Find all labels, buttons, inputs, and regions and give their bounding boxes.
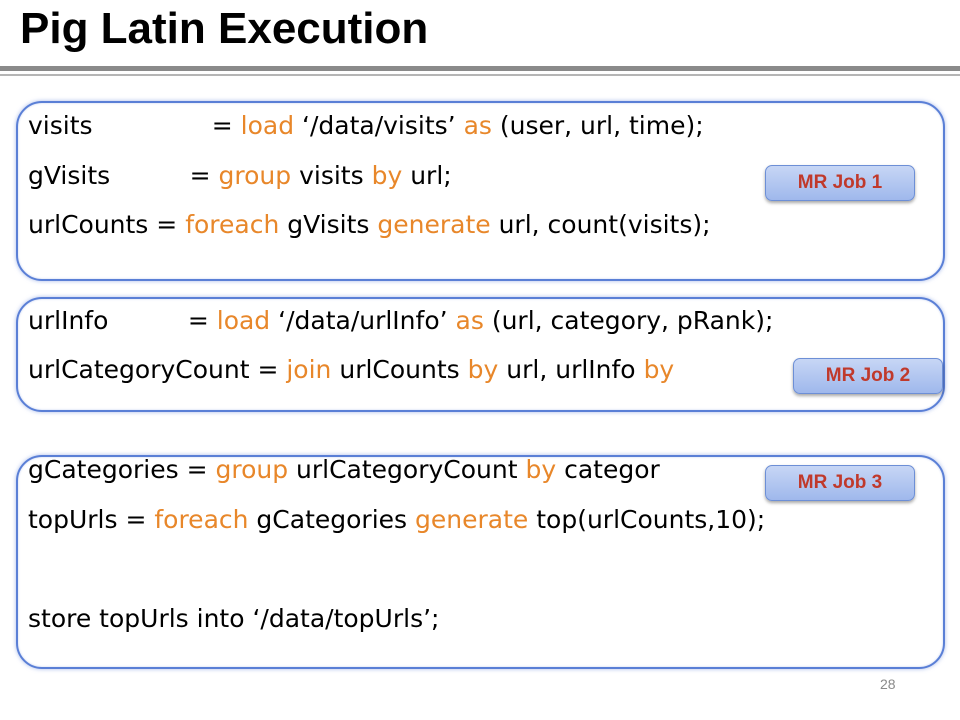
mr-job-2-badge: MR Job 2 [793, 358, 943, 394]
code-text: url, count(visits); [490, 210, 711, 239]
code-block-job-2 [16, 297, 945, 412]
code-keyword: as [463, 111, 492, 140]
code-text: visits = [28, 111, 241, 140]
code-keyword: by [643, 355, 675, 384]
code-text: gVisits [279, 210, 378, 239]
code-text: gCategories [248, 505, 416, 534]
code-line: store topUrls into ‘/data/topUrls’; [28, 604, 439, 633]
mr-job-3-badge: MR Job 3 [765, 465, 915, 501]
page-number: 28 [880, 676, 896, 692]
code-line: gVisits = group visits by url; [28, 161, 452, 190]
code-text: urlCategoryCount [288, 455, 526, 484]
mr-job-1-badge: MR Job 1 [765, 165, 915, 201]
code-text: (url, category, pRank); [483, 306, 774, 335]
page-title: Pig Latin Execution [20, 4, 429, 53]
code-text: url, urlInfo [498, 355, 644, 384]
code-keyword: join [286, 355, 332, 384]
code-text: urlInfo = [28, 306, 217, 335]
code-text: store topUrls into ‘/data/topUrls’; [28, 604, 440, 633]
code-keyword: by [467, 355, 499, 384]
code-text: topUrls = [28, 505, 155, 534]
title-divider [0, 66, 960, 71]
code-text: top(urlCounts,10); [528, 505, 766, 534]
code-line: urlCategoryCount = join urlCounts by url… [28, 355, 674, 384]
code-keyword: load [240, 111, 295, 140]
code-text: ‘/data/urlInfo’ [270, 306, 456, 335]
code-keyword: foreach [154, 505, 249, 534]
code-line: visits = load ‘/data/visits’ as (user, u… [28, 111, 704, 140]
code-keyword: as [455, 306, 484, 335]
code-text: urlCategoryCount = [28, 355, 287, 384]
code-keyword: by [371, 161, 403, 190]
code-text: (user, url, time); [491, 111, 704, 140]
code-text: url; [402, 161, 452, 190]
code-keyword: load [216, 306, 271, 335]
code-text: visits [291, 161, 372, 190]
code-text: gCategories = [28, 455, 216, 484]
code-line: gCategories = group urlCategoryCount by … [28, 455, 660, 484]
code-text: categor [556, 455, 660, 484]
code-text: urlCounts [331, 355, 468, 384]
code-keyword: by [525, 455, 557, 484]
code-keyword: group [215, 455, 289, 484]
code-keyword: group [218, 161, 292, 190]
code-keyword: generate [415, 505, 529, 534]
code-line: urlCounts = foreach gVisits generate url… [28, 210, 711, 239]
code-text: ‘/data/visits’ [294, 111, 464, 140]
title-divider-thin [0, 74, 960, 76]
code-keyword: generate [377, 210, 491, 239]
code-text: urlCounts = [28, 210, 186, 239]
code-text: gVisits = [28, 161, 219, 190]
code-keyword: foreach [185, 210, 280, 239]
code-line: topUrls = foreach gCategories generate t… [28, 505, 765, 534]
code-line: urlInfo = load ‘/data/urlInfo’ as (url, … [28, 306, 773, 335]
